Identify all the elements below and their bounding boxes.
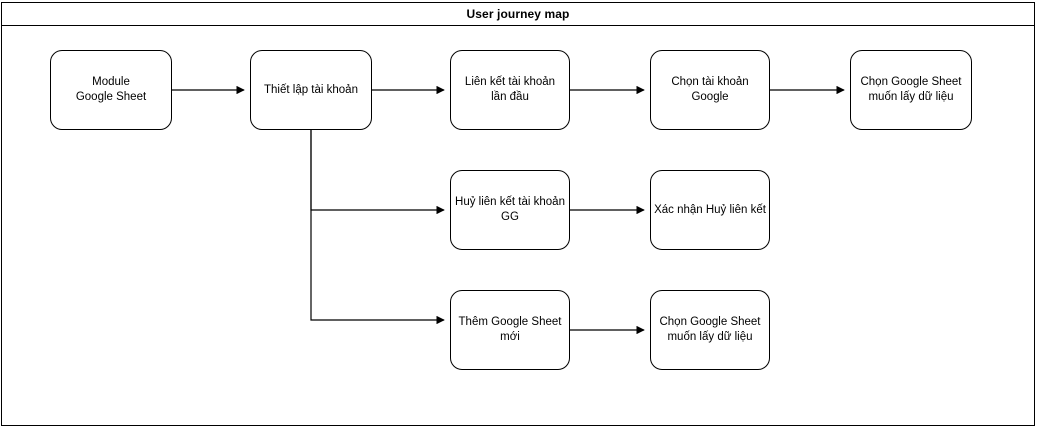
- node-huy-lien-ket-tai-khoan-gg[interactable]: Huỷ liên kết tài khoản GG: [450, 170, 570, 250]
- node-chon-google-sheet-muon-lay-du-lieu-top[interactable]: Chọn Google Sheet muốn lấy dữ liệu: [850, 50, 972, 130]
- node-xac-nhan-huy-lien-ket[interactable]: Xác nhận Huỷ liên kết: [650, 170, 770, 250]
- diagram-title-bar: User journey map: [1, 2, 1035, 26]
- node-chon-google-sheet-muon-lay-du-lieu-bottom[interactable]: Chọn Google Sheet muốn lấy dữ liệu: [650, 290, 770, 370]
- page-title: User journey map: [466, 7, 570, 21]
- node-them-google-sheet-moi[interactable]: Thêm Google Sheet mới: [450, 290, 570, 370]
- node-module-google-sheet[interactable]: Module Google Sheet: [50, 50, 172, 130]
- node-lien-ket-tai-khoan-lan-dau[interactable]: Liên kết tài khoản lần đầu: [450, 50, 570, 130]
- node-chon-tai-khoan-google[interactable]: Chọn tài khoản Google: [650, 50, 770, 130]
- node-thiet-lap-tai-khoan[interactable]: Thiết lập tài khoản: [250, 50, 372, 130]
